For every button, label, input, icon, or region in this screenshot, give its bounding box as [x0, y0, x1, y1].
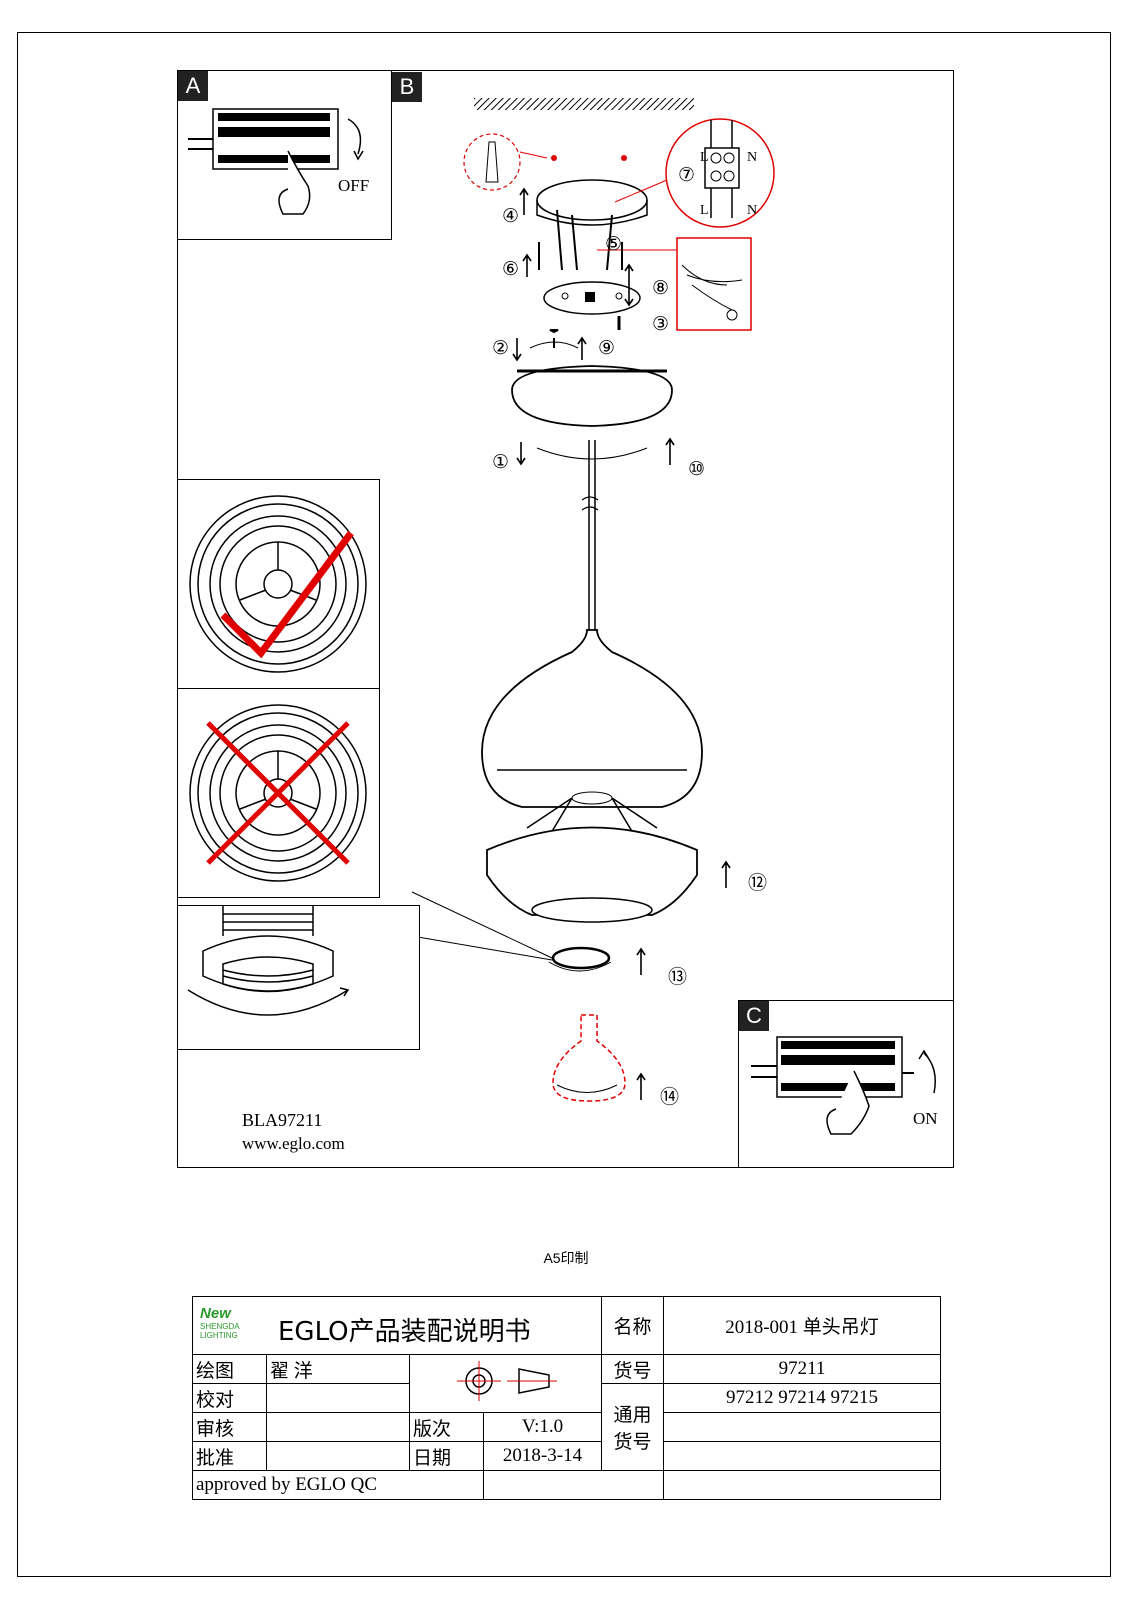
brand-title: EGLO产品装配说明书: [278, 1316, 531, 1347]
step-3: ③: [652, 313, 670, 335]
panel-c: C ON: [738, 1000, 954, 1168]
name-value: 2018-001 单头吊灯: [663, 1296, 941, 1355]
general-value-3: [663, 1441, 941, 1471]
approve-label: 批准: [192, 1441, 267, 1471]
arrow-up: [522, 253, 532, 277]
item-label: 货号: [601, 1354, 664, 1384]
step-7: ⑦: [678, 164, 696, 186]
cross-icon: [206, 721, 350, 865]
approved-blank-2: [663, 1470, 941, 1500]
arrow-down: [516, 442, 526, 466]
arrow-up: [665, 437, 675, 465]
check-label: 校对: [192, 1383, 267, 1413]
step-5: ⑤: [605, 233, 623, 255]
arrow-down: [512, 338, 522, 362]
panel-b-tag: B: [392, 72, 422, 102]
shade-ring: [486, 826, 698, 916]
breaker-on-illustration: [751, 1036, 936, 1135]
canopy-cover: [511, 365, 673, 427]
pendant-shade: [481, 629, 703, 808]
version-label: 版次: [409, 1412, 484, 1442]
arrow-up: [577, 336, 587, 360]
approve-value: [266, 1441, 410, 1471]
page-frame: [17, 32, 1111, 1577]
arrow-up: [636, 1072, 646, 1100]
ceiling-hatch: [474, 98, 694, 110]
off-label: OFF: [338, 176, 370, 195]
step-2: ②: [492, 337, 510, 359]
general-value-2: [663, 1412, 941, 1442]
logo-mark: New: [200, 1304, 231, 1322]
brand-title-cell: New SHENGDA LIGHTING EGLO产品装配说明书: [192, 1296, 602, 1355]
step-4: ④: [502, 205, 520, 227]
wall-plug-detail: [463, 133, 521, 191]
terminal-n-label: N: [747, 203, 758, 218]
arrow-up: [721, 860, 731, 888]
terminal-l-label: L: [700, 150, 709, 165]
approved-blank: [483, 1470, 664, 1500]
name-label: 名称: [601, 1296, 664, 1355]
socket-detail-panel: [177, 905, 420, 1050]
version-value: V:1.0: [483, 1412, 602, 1442]
step-6: ⑥: [502, 258, 520, 280]
terminal-n-label: N: [747, 150, 758, 165]
date-label: 日期: [409, 1441, 484, 1471]
step-12: ⑫: [748, 872, 768, 894]
terminal-l-label: L: [700, 203, 709, 218]
panel-a: A OFF: [177, 70, 392, 240]
approved-by: approved by EGLO QC: [192, 1470, 484, 1500]
check-value: [266, 1383, 410, 1413]
on-label: ON: [913, 1109, 938, 1128]
assembly-drawing: [347, 98, 775, 1102]
step-8: ⑧: [652, 277, 670, 299]
step-14: ⑭: [660, 1086, 680, 1108]
title-block: New SHENGDA LIGHTING EGLO产品装配说明书 名称 2018…: [192, 1296, 941, 1500]
arrow-up: [636, 947, 646, 975]
logo-line2: LIGHTING: [200, 1330, 238, 1340]
new-logo: New SHENGDA LIGHTING: [200, 1305, 270, 1340]
print-note: A5印制: [543, 1250, 589, 1266]
date-value: 2018-3-14: [483, 1441, 602, 1471]
model-code: BLA97211: [242, 1110, 323, 1130]
light-bulb: [552, 1014, 626, 1102]
review-label: 审核: [192, 1412, 267, 1442]
correct-install-illustration: [189, 495, 367, 673]
review-value: [266, 1412, 410, 1442]
drawn-label: 绘图: [192, 1354, 267, 1384]
panel-a-tag: A: [178, 71, 208, 101]
socket-ring: [551, 946, 611, 970]
drawn-value: 翟 洋: [266, 1354, 410, 1384]
breaker-off-illustration: [188, 108, 364, 215]
step-13: ⑬: [668, 966, 688, 988]
step-9: ⑨: [598, 337, 616, 359]
incorrect-install-panel: [177, 688, 380, 898]
socket-ring-illustration: [187, 906, 350, 1016]
correct-install-panel: [177, 479, 380, 689]
step-1: ①: [492, 451, 510, 473]
arrow-up: [519, 187, 529, 215]
general-value: 97212 97214 97215: [663, 1383, 941, 1413]
incorrect-install-illustration: [189, 704, 367, 882]
website: www.eglo.com: [242, 1134, 345, 1153]
projection-symbol-icon: [456, 1360, 557, 1401]
step-10: ⑩: [688, 458, 706, 480]
general-label: 通用货号: [601, 1383, 664, 1471]
logo-line1: SHENGDA: [200, 1321, 240, 1331]
panel-c-tag: C: [739, 1001, 769, 1031]
arrow-up-down: [624, 263, 634, 307]
item-value: 97211: [663, 1354, 941, 1384]
projection-symbol-cell: [409, 1354, 602, 1413]
checkmark-icon: [220, 530, 354, 659]
